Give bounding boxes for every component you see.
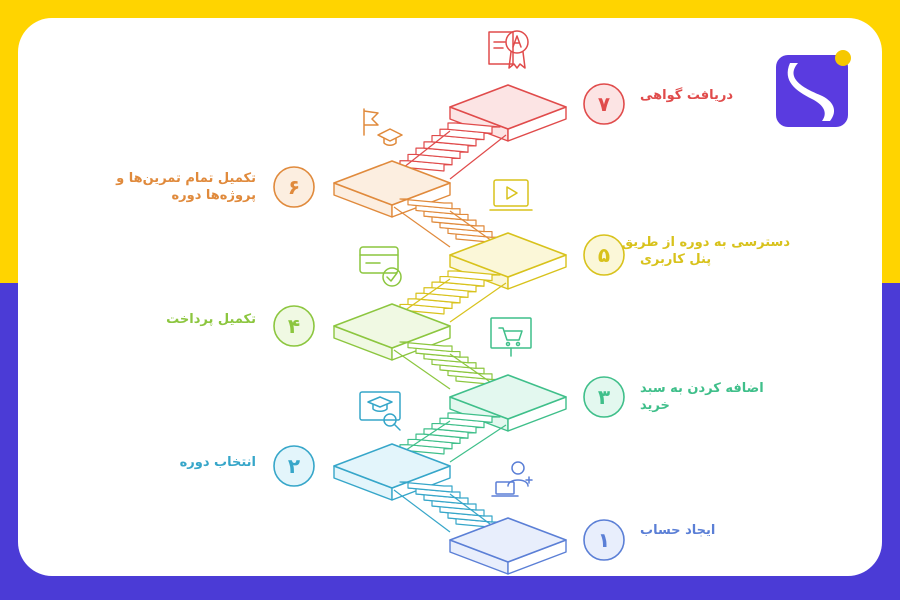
svg-text:۱: ۱ <box>598 528 610 552</box>
svg-text:۵: ۵ <box>598 243 610 267</box>
stair-flight-4 <box>393 270 507 323</box>
stair-flight-2 <box>393 412 507 463</box>
laptop-play-icon <box>489 179 533 211</box>
stair-flight-1 <box>393 481 507 537</box>
landing-step-7 <box>449 84 567 142</box>
landing-step-3 <box>449 374 567 432</box>
flag-graduation-icon <box>363 108 403 146</box>
step-1-number-badge: ۱ <box>583 519 625 561</box>
svg-text:۳: ۳ <box>598 385 610 409</box>
step-3-number-badge: ۳ <box>583 376 625 418</box>
landing-step-5 <box>449 232 567 290</box>
step-5-number-badge: ۵ <box>583 234 625 276</box>
landing-step-6 <box>333 160 451 218</box>
svg-text:۴: ۴ <box>288 314 300 338</box>
step-2-label: انتخاب دوره <box>179 455 256 470</box>
step-7-number-badge: ۷ <box>583 83 625 125</box>
certificate-icon <box>488 30 529 69</box>
stair-flight-3 <box>393 341 507 394</box>
step-2-number-badge: ۲ <box>273 445 315 487</box>
user-laptop-icon <box>491 461 533 497</box>
step-1-label: ایجاد حساب <box>640 523 716 538</box>
step-6-label: تکمیل تمام تمرین‌ها و پروژه‌ها دوره <box>116 171 256 203</box>
svg-text:۷: ۷ <box>598 92 610 116</box>
credit-card-check-icon <box>359 246 402 287</box>
logo-mark-icon <box>787 63 835 121</box>
stair-flight-6 <box>393 122 507 180</box>
step-3-label: اضافه کردن به سبد خرید <box>640 381 764 413</box>
step-6-number-badge: ۶ <box>273 166 315 208</box>
step-4-label: تکمیل پرداخت <box>166 312 256 327</box>
brand-logo <box>776 55 848 127</box>
step-5-label: دسترسی به دوره از طریق پنل کاربری <box>621 235 790 267</box>
step-4-number-badge: ۴ <box>273 305 315 347</box>
svg-text:۶: ۶ <box>288 175 300 199</box>
step-7-label: دریافت گواهی <box>640 88 734 103</box>
landing-step-4 <box>333 303 451 361</box>
svg-text:۲: ۲ <box>288 454 300 478</box>
graduation-search-icon <box>359 391 401 431</box>
landing-step-1 <box>449 517 567 575</box>
landing-step-2 <box>333 443 451 501</box>
cart-screen-icon <box>490 317 532 357</box>
logo-accent-dot <box>835 50 851 66</box>
